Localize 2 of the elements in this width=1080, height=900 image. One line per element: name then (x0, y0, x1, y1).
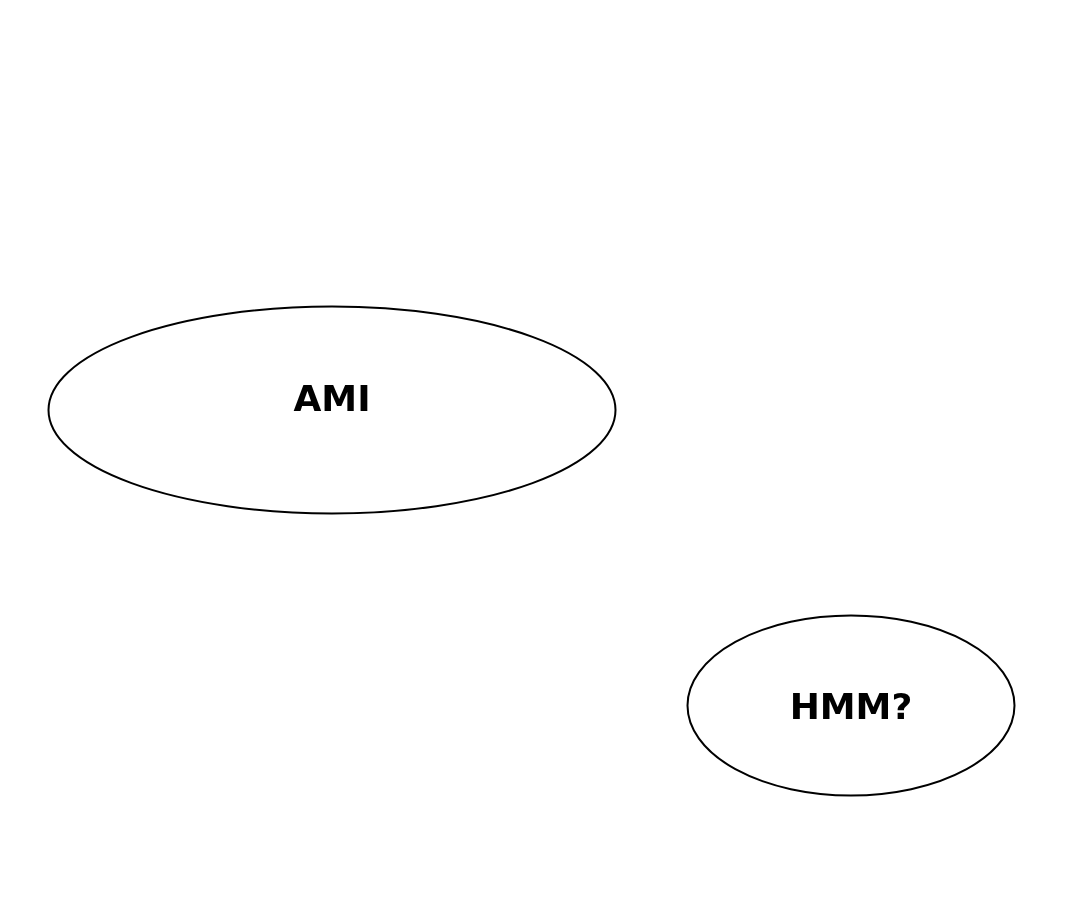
speech-text: HMM? (789, 685, 913, 726)
speech-text: AMI (293, 377, 371, 419)
